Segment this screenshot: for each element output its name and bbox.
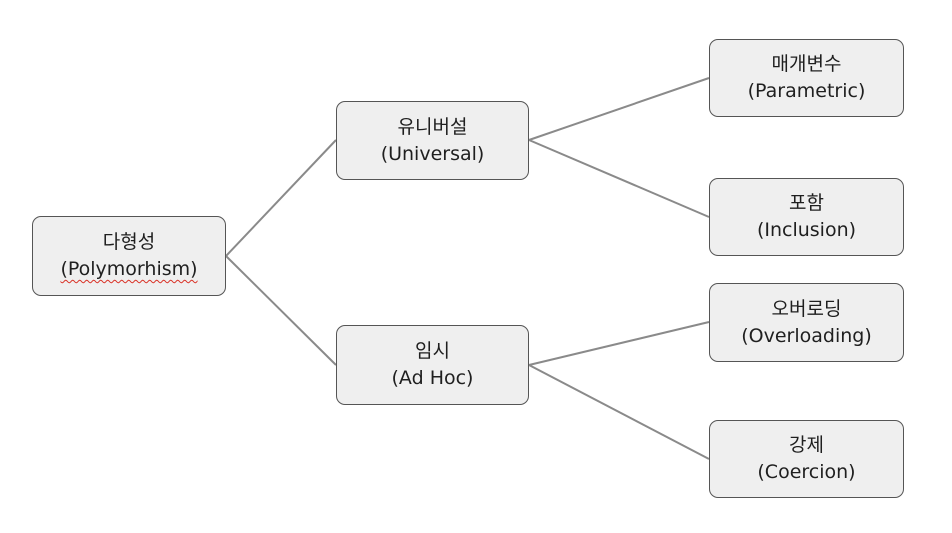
node-parametric[interactable]: 매개변수 (Parametric) (709, 39, 904, 117)
node-inclusion-english: (Inclusion) (756, 219, 857, 241)
node-inclusion[interactable]: 포함 (Inclusion) (709, 178, 904, 256)
node-polymorphism-english: (Polymorhism) (60, 258, 198, 280)
node-overloading-korean: 오버로딩 (771, 297, 842, 320)
node-universal-korean: 유니버설 (397, 115, 468, 138)
node-universal[interactable]: 유니버설 (Universal) (336, 101, 529, 180)
connector-adhoc-coercion (528, 364, 710, 460)
node-coercion[interactable]: 강제 (Coercion) (709, 420, 904, 498)
node-polymorphism-korean: 다형성 (102, 231, 156, 253)
node-overloading[interactable]: 오버로딩 (Overloading) (709, 283, 904, 362)
node-adhoc-korean: 임시 (415, 340, 450, 362)
connector-root-adhoc (225, 255, 337, 366)
node-overloading-english: (Overloading) (741, 324, 872, 347)
node-adhoc[interactable]: 임시 (Ad Hoc) (336, 325, 529, 405)
node-polymorphism[interactable]: 다형성 (Polymorhism) (32, 216, 226, 296)
connector-root-universal (225, 139, 337, 257)
node-universal-english: (Universal) (380, 142, 485, 165)
connector-adhoc-overloading (528, 321, 710, 366)
node-coercion-korean: 강제 (789, 434, 824, 456)
connector-universal-parametric (528, 77, 710, 141)
node-coercion-english: (Coercion) (757, 461, 856, 483)
node-parametric-korean: 매개변수 (771, 53, 842, 75)
connector-universal-inclusion (528, 139, 710, 218)
node-parametric-english: (Parametric) (747, 80, 866, 102)
node-adhoc-english: (Ad Hoc) (391, 367, 474, 389)
node-inclusion-korean: 포함 (789, 192, 824, 214)
